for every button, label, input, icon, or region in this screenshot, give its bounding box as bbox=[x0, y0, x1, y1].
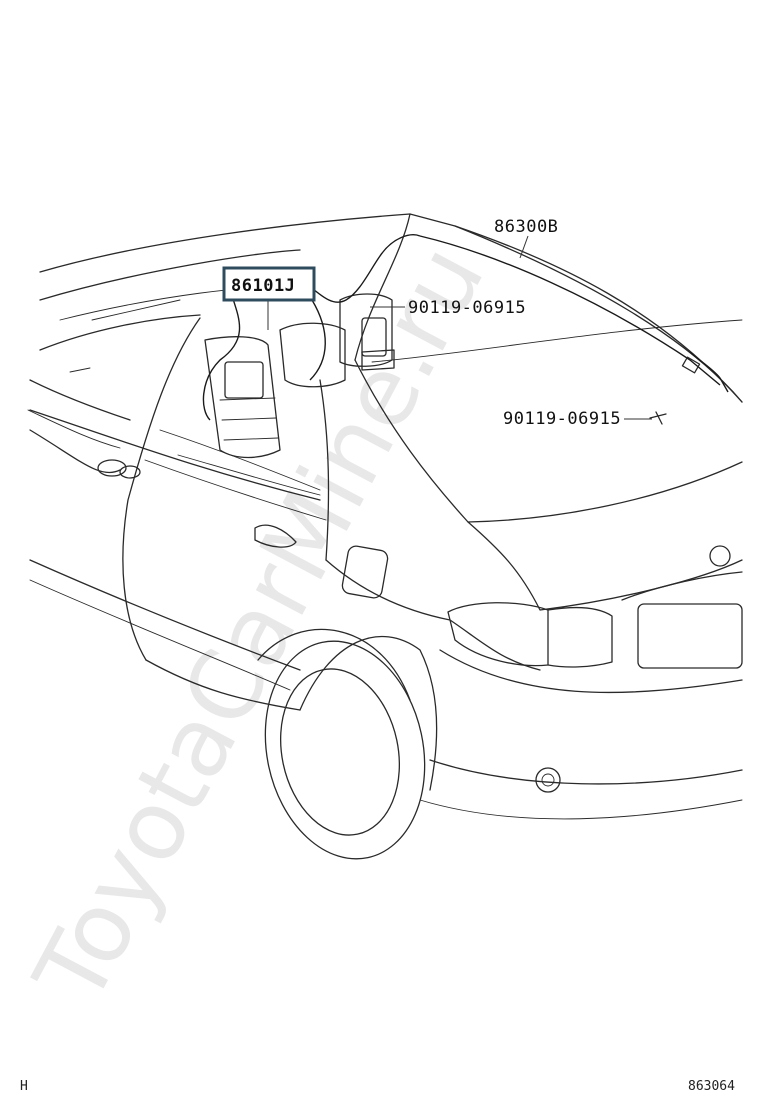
figure-code: 863064 bbox=[688, 1079, 735, 1094]
part-label-86300b[interactable]: 86300B bbox=[494, 217, 558, 237]
car-illustration bbox=[27, 213, 743, 860]
part-label-bolt-upper[interactable]: 90119-06915 bbox=[408, 298, 526, 318]
watermark-text: ToyotaCarMine.ru bbox=[13, 228, 506, 1022]
footer-left-mark: H bbox=[20, 1079, 28, 1094]
highlight-box-86101j bbox=[222, 266, 316, 302]
leader-86300b bbox=[519, 235, 529, 259]
part-label-bolt-lower[interactable]: 90119-06915 bbox=[503, 409, 621, 429]
callout-leaders bbox=[267, 235, 652, 420]
part-label-86101j[interactable]: 86101J bbox=[231, 276, 295, 296]
